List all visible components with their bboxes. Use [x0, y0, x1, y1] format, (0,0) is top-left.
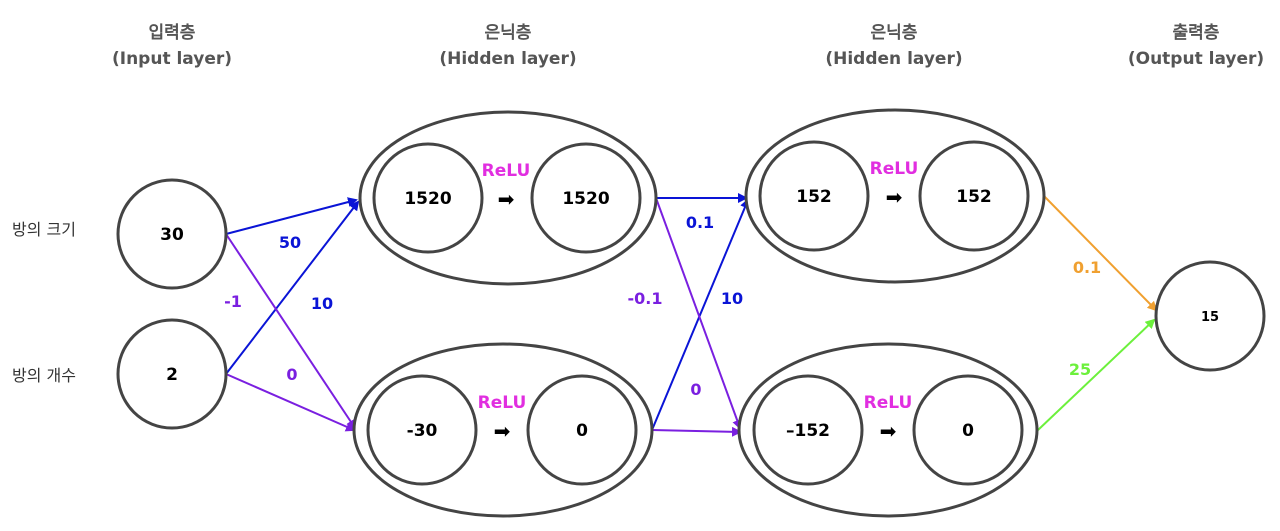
layer-subtitle-hidden-1: (Hidden layer) — [439, 49, 576, 69]
hidden2-neuron-top: 152 152 ReLU ➡ — [744, 108, 1046, 284]
hidden2-top-arrow-icon: ➡ — [886, 185, 903, 209]
input-value-room-size: 30 — [160, 225, 184, 245]
hidden1-bottom-arrow-icon: ➡ — [494, 419, 511, 443]
weight-h1b-h2b: 0 — [690, 380, 701, 399]
weight-h2b-out: 25 — [1069, 360, 1091, 379]
edge-in2-h1a — [225, 200, 360, 375]
weight-h2a-out: 0.1 — [1073, 258, 1101, 277]
hidden1-top-relu-label: ReLU — [482, 161, 531, 181]
weight-in2-h1a: 10 — [311, 294, 333, 313]
edge-in1-h1b — [225, 233, 357, 430]
hidden2-top-relu-label: ReLU — [870, 159, 919, 179]
layer-title-hidden-2: 은닉층 — [871, 23, 918, 43]
hidden2-bottom-post-value: 0 — [962, 421, 974, 441]
output-neuron: 15 — [1154, 260, 1266, 372]
weight-h1a-h2b: -0.1 — [628, 289, 663, 308]
weight-in2-h1b: 0 — [286, 365, 297, 384]
edge-in1-h1a — [225, 197, 358, 235]
layer-subtitle-hidden-2: (Hidden layer) — [825, 49, 962, 69]
layer-subtitle-input: (Input layer) — [112, 49, 232, 69]
hidden1-bottom-relu-label: ReLU — [478, 393, 527, 413]
edge-in2-h1b — [225, 373, 356, 432]
input-neuron-room-size: 30 — [116, 178, 228, 290]
weight-in1-h1a: 50 — [279, 233, 301, 252]
hidden1-top-arrow-icon: ➡ — [498, 187, 515, 211]
input-label-room-count: 방의 개수 — [12, 366, 76, 385]
weight-h1b-h2a: 10 — [721, 289, 743, 308]
edge-h1b-h2b — [651, 426, 742, 437]
weight-h1a-h2a: 0.1 — [686, 213, 714, 232]
hidden1-neuron-bottom: -30 0 ReLU ➡ — [352, 342, 654, 518]
hidden2-top-pre-value: 152 — [796, 187, 832, 207]
input-label-room-size: 방의 크기 — [12, 220, 76, 239]
layer-subtitle-output: (Output layer) — [1128, 49, 1264, 69]
hidden1-neuron-top: 1520 1520 ReLU ➡ — [358, 110, 658, 286]
hidden2-bottom-arrow-icon: ➡ — [880, 419, 897, 443]
hidden1-top-post-value: 1520 — [562, 189, 609, 209]
edge-h1a-h2b — [655, 197, 742, 430]
layer-title-hidden-1: 은닉층 — [485, 23, 532, 43]
edge-h2a-out — [1043, 195, 1158, 312]
hidden1-bottom-post-value: 0 — [576, 421, 588, 441]
input-neuron-room-count: 2 — [116, 318, 228, 430]
output-value: 15 — [1201, 310, 1219, 325]
hidden1-bottom-pre-value: -30 — [407, 421, 438, 441]
input-value-room-count: 2 — [166, 365, 178, 385]
weight-in1-h1b: -1 — [224, 292, 242, 311]
hidden2-bottom-pre-value: –152 — [786, 421, 830, 441]
hidden2-neuron-bottom: –152 0 ReLU ➡ — [737, 342, 1039, 518]
hidden2-top-post-value: 152 — [956, 187, 992, 207]
hidden1-top-pre-value: 1520 — [404, 189, 451, 209]
edge-h1b-h2a — [651, 198, 750, 431]
edge-h2b-out — [1037, 318, 1156, 431]
hidden2-bottom-relu-label: ReLU — [864, 393, 913, 413]
layer-title-input: 입력층 — [149, 23, 196, 43]
layer-title-output: 출력층 — [1173, 23, 1220, 43]
